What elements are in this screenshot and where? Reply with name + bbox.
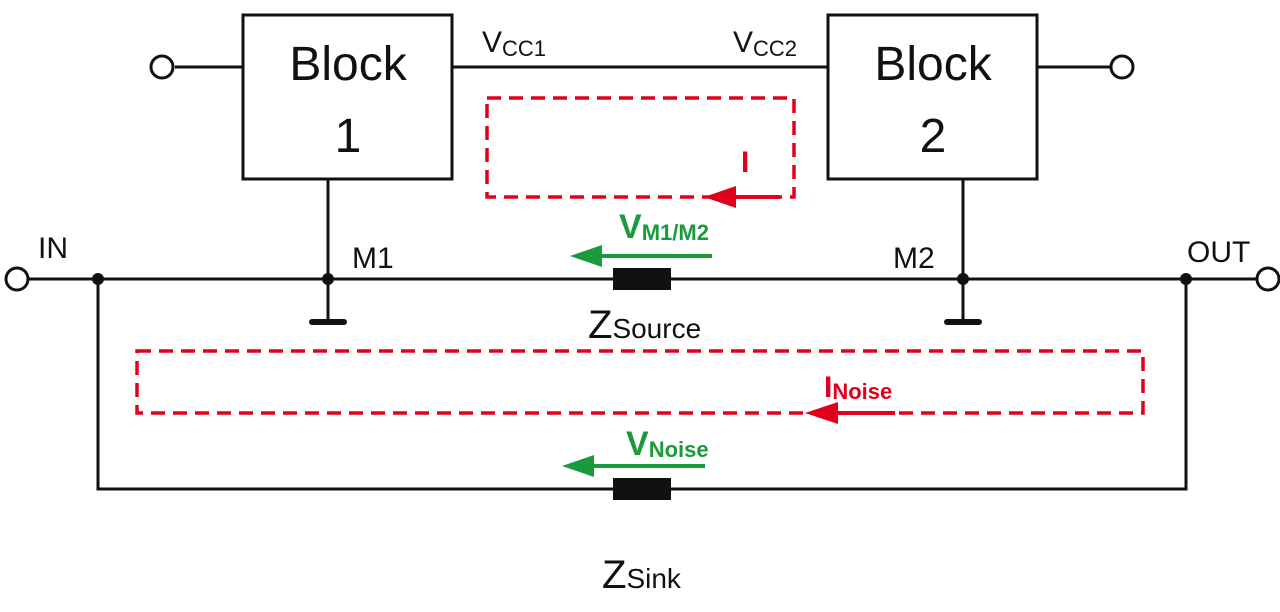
vcc1-label: VCC1	[482, 26, 546, 61]
z-sink-impedance-icon	[613, 478, 671, 500]
junction-dot-icon	[322, 273, 334, 285]
noise-current-arrowhead-icon	[805, 402, 838, 424]
v-m1m2-arrowhead-icon	[570, 245, 602, 267]
out-terminal-icon[interactable]	[1255, 266, 1280, 292]
z-sink-label: ZSink	[602, 553, 682, 597]
m1-label: M1	[352, 242, 394, 275]
in-label: IN	[38, 232, 68, 265]
v-noise-arrowhead-icon	[562, 455, 594, 477]
signal-current-label: I	[741, 146, 749, 179]
noise-current-label: INoise	[824, 371, 892, 404]
junction-dot-icon	[92, 273, 104, 285]
block2-output-terminal-icon	[1109, 54, 1135, 80]
vcc2-label: VCC2	[733, 26, 797, 61]
block2-label-line1: Block	[874, 38, 992, 91]
block2-box	[826, 13, 1039, 181]
block1-label-line2: 1	[335, 110, 362, 163]
in-terminal-icon[interactable]	[4, 266, 30, 292]
noise-current-loop	[135, 349, 1145, 415]
z-source-impedance-icon	[613, 268, 671, 290]
junction-dot-icon	[1180, 273, 1192, 285]
block1-input-terminal-icon	[149, 54, 175, 80]
v-m1m2-label: VM1/M2	[619, 208, 709, 246]
block1-label-line1: Block	[289, 38, 407, 91]
junction-dot-icon	[957, 273, 969, 285]
signal-current-loop	[485, 96, 796, 199]
signal-current-arrowhead-icon	[704, 186, 736, 208]
block1-box	[241, 13, 454, 181]
z-source-label: ZSource	[588, 303, 701, 347]
v-noise-label: VNoise	[626, 425, 709, 463]
out-label: OUT	[1187, 236, 1250, 269]
block2-label-line2: 2	[920, 110, 947, 163]
m2-label: M2	[893, 242, 935, 275]
